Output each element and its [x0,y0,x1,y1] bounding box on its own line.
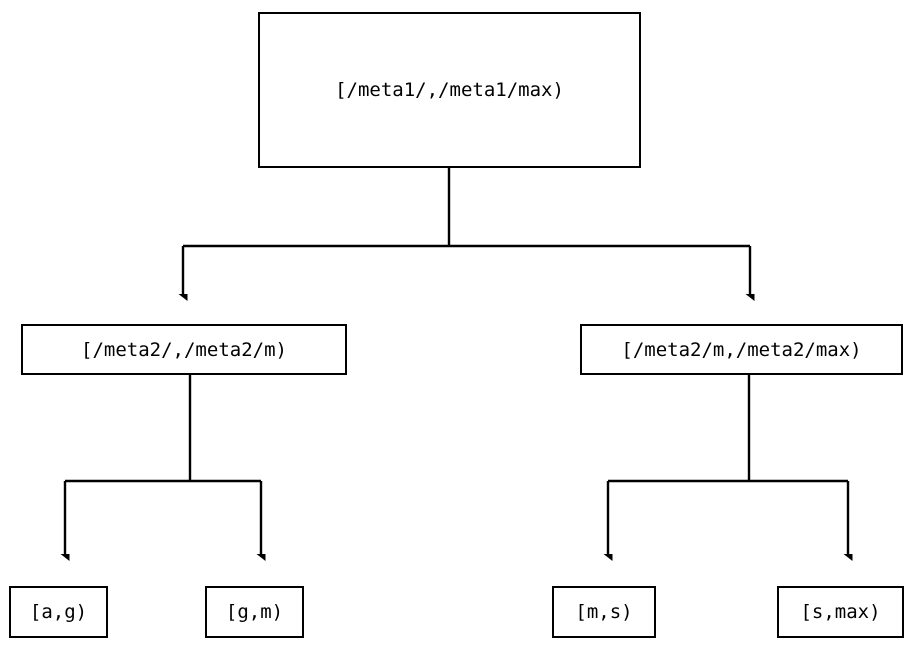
tree-node-left-branch: [/meta2/,/meta2/m) [21,324,347,375]
tree-leaf-node-4: [s,max) [777,586,904,638]
edge-left-branch-to-leaves [65,375,261,554]
tree-leaf-node-1-label: [a,g) [29,601,88,623]
tree-leaf-node-1: [a,g) [9,586,108,638]
tree-leaf-node-3: [m,s) [552,586,656,638]
tree-leaf-node-2-label: [g,m) [225,601,284,623]
tree-leaf-node-2: [g,m) [205,586,304,638]
tree-leaf-node-3-label: [m,s) [575,601,633,623]
edge-root-to-level2 [183,168,750,294]
tree-node-left-branch-label: [/meta2/,/meta2/m) [81,338,287,361]
tree-node-right-branch: [/meta2/m,/meta2/max) [580,324,903,375]
tree-node-right-branch-label: [/meta2/m,/meta2/max) [621,338,862,361]
tree-node-root-label: [/meta1/,/meta1/max) [335,79,564,101]
tree-node-root: [/meta1/,/meta1/max) [258,12,641,168]
edge-right-branch-to-leaves [608,375,848,554]
tree-leaf-node-4-label: [s,max) [800,601,881,623]
